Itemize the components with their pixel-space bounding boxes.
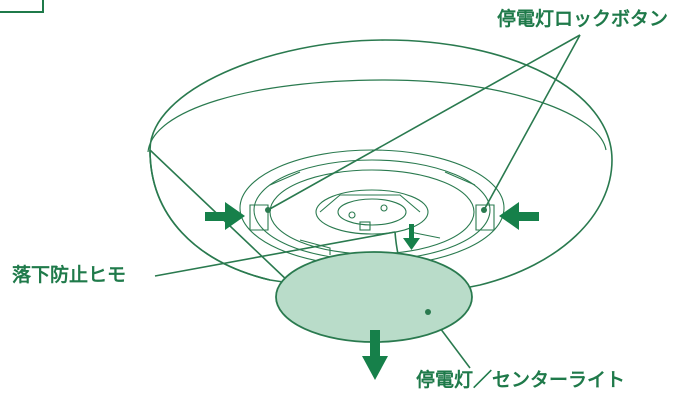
center-light-label: 停電灯／センターライト: [416, 369, 626, 391]
center-light-lens: [275, 251, 473, 343]
lock-button-leader-left: [267, 34, 581, 211]
strap-leader: [154, 231, 396, 277]
push-arrow-right-icon: [499, 202, 539, 230]
push-arrow-left-icon: [205, 202, 245, 230]
pull-down-arrow-icon: [362, 330, 388, 380]
outer-shade: [147, 39, 613, 289]
center-light-dot: [425, 309, 431, 315]
drop-arrow-icon: [403, 224, 420, 250]
lock-button-left-dot: [265, 207, 271, 213]
lock-button-leader-right: [483, 34, 581, 211]
corner-frame: [0, 0, 44, 13]
drop-prevention-strap-label: 落下防止ヒモ: [12, 264, 127, 286]
lock-buttons-label: 停電灯ロックボタン: [497, 8, 669, 30]
lock-button-right-dot: [481, 207, 487, 213]
